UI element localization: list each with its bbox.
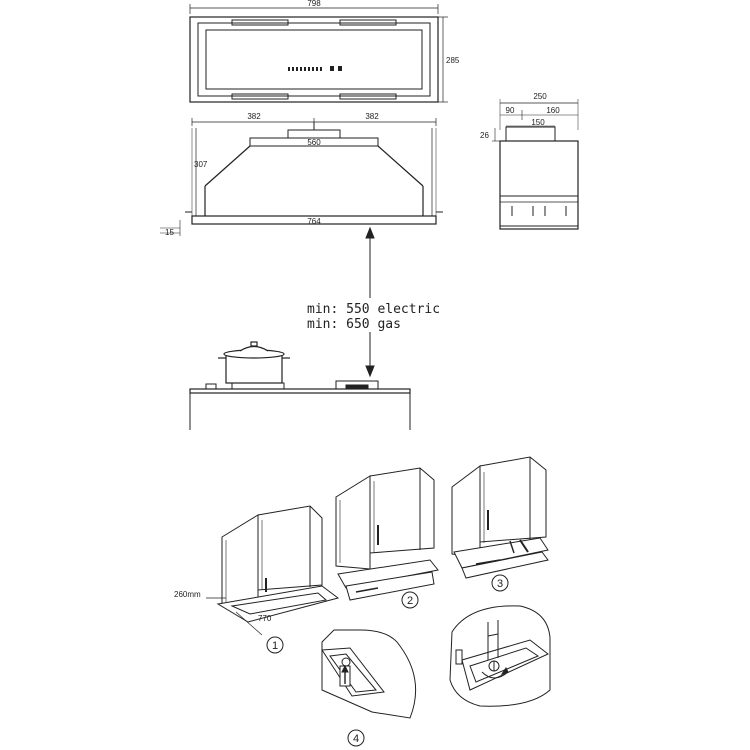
install-detail-screw: [449, 605, 551, 707]
front-bottom-width-dim: 764: [307, 217, 321, 226]
front-inner-width-dim: 560: [307, 138, 321, 147]
step-3-number: 3: [497, 578, 503, 590]
top-width-dim: 798: [307, 0, 321, 8]
front-base-dim: 15: [165, 228, 174, 237]
top-height-dim: 285: [446, 56, 460, 65]
step-2-number: 2: [407, 595, 413, 607]
clearance-gas-text: min: 650 gas: [307, 317, 401, 332]
side-depth-dim: 250: [533, 92, 547, 101]
side-outlet-dim: 150: [531, 118, 545, 127]
front-height-dim: 307: [194, 160, 208, 169]
step-1-number: 1: [272, 640, 278, 652]
side-outlet-height-dim: 26: [480, 131, 489, 140]
front-right-dim: 382: [365, 112, 379, 121]
clearance-electric-text: min: 550 electric: [307, 302, 440, 317]
side-right-offset-dim: 160: [546, 106, 560, 115]
install-step-3: [451, 456, 549, 592]
install-depth-label: 260mm: [174, 590, 201, 599]
cooking-pot-icon: [218, 341, 290, 384]
install-step-2: [335, 467, 439, 609]
clearance-arrow: [365, 226, 375, 378]
install-step-1: [206, 505, 340, 654]
front-view: [160, 118, 443, 236]
step-4-number: 4: [353, 733, 359, 745]
front-left-dim: 382: [247, 112, 261, 121]
side-view: [492, 99, 579, 230]
control-panel-buttons: [288, 66, 342, 71]
side-left-offset-dim: 90: [506, 106, 515, 115]
top-view: [189, 4, 448, 103]
install-width-label: 770: [258, 614, 272, 623]
cooktop: [189, 380, 411, 430]
install-step-4: [321, 629, 417, 747]
